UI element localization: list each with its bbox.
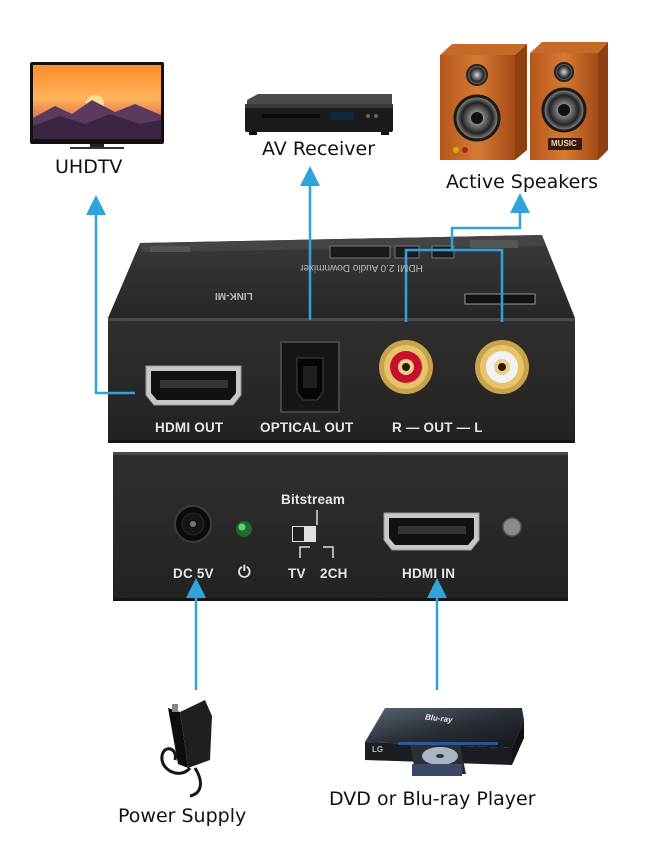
box-top-print-1: HDMI 2.0 Audio Downmixer [300,262,423,273]
active-speakers-image [440,42,608,160]
bitstream-switch[interactable] [292,510,334,558]
bitstream-label: Bitstream [281,492,346,507]
ir-sensor [502,517,522,537]
av-receiver-image [245,94,393,135]
arrow-rca-to-speakers [404,193,530,322]
optical-out-label: OPTICAL OUT [260,420,354,435]
power-supply-label: Power Supply [118,805,247,827]
hdmi-out-label: HDMI OUT [155,420,224,435]
uhdtv-image [30,62,164,149]
av-receiver-label: AV Receiver [262,138,376,160]
rca-out-label: R — OUT — L [392,420,483,435]
power-supply-image [160,700,212,798]
tv-label: TV [288,566,306,581]
connection-arrows [86,166,530,690]
dc-power-jack [174,505,212,543]
active-speakers-label: Active Speakers [446,171,598,193]
hdmi-in-port [383,512,480,551]
power-led [236,521,252,537]
speaker-badge: MUSIC [551,139,577,148]
arrow-hdmi-out-to-uhdtv [86,195,135,395]
2ch-label: 2CH [320,566,348,581]
box-top-print-2: LINK-MI [215,290,253,301]
hdmi-out-port [145,365,242,406]
rca-left-jack [475,340,529,394]
uhdtv-label: UHDTV [55,156,123,178]
dvd-player-label: DVD or Blu-ray Player [329,788,536,810]
player-lg-logo: LG [372,745,384,754]
optical-out-port [280,341,340,413]
dvd-player-image [365,708,524,776]
arrow-rca-left-join [452,248,504,322]
hdmi-in-label: HDMI IN [402,566,456,581]
dc-5v-label: DC 5V [173,566,214,581]
rca-right-jack [379,340,433,394]
power-symbol-icon: ⏻ [238,562,251,581]
